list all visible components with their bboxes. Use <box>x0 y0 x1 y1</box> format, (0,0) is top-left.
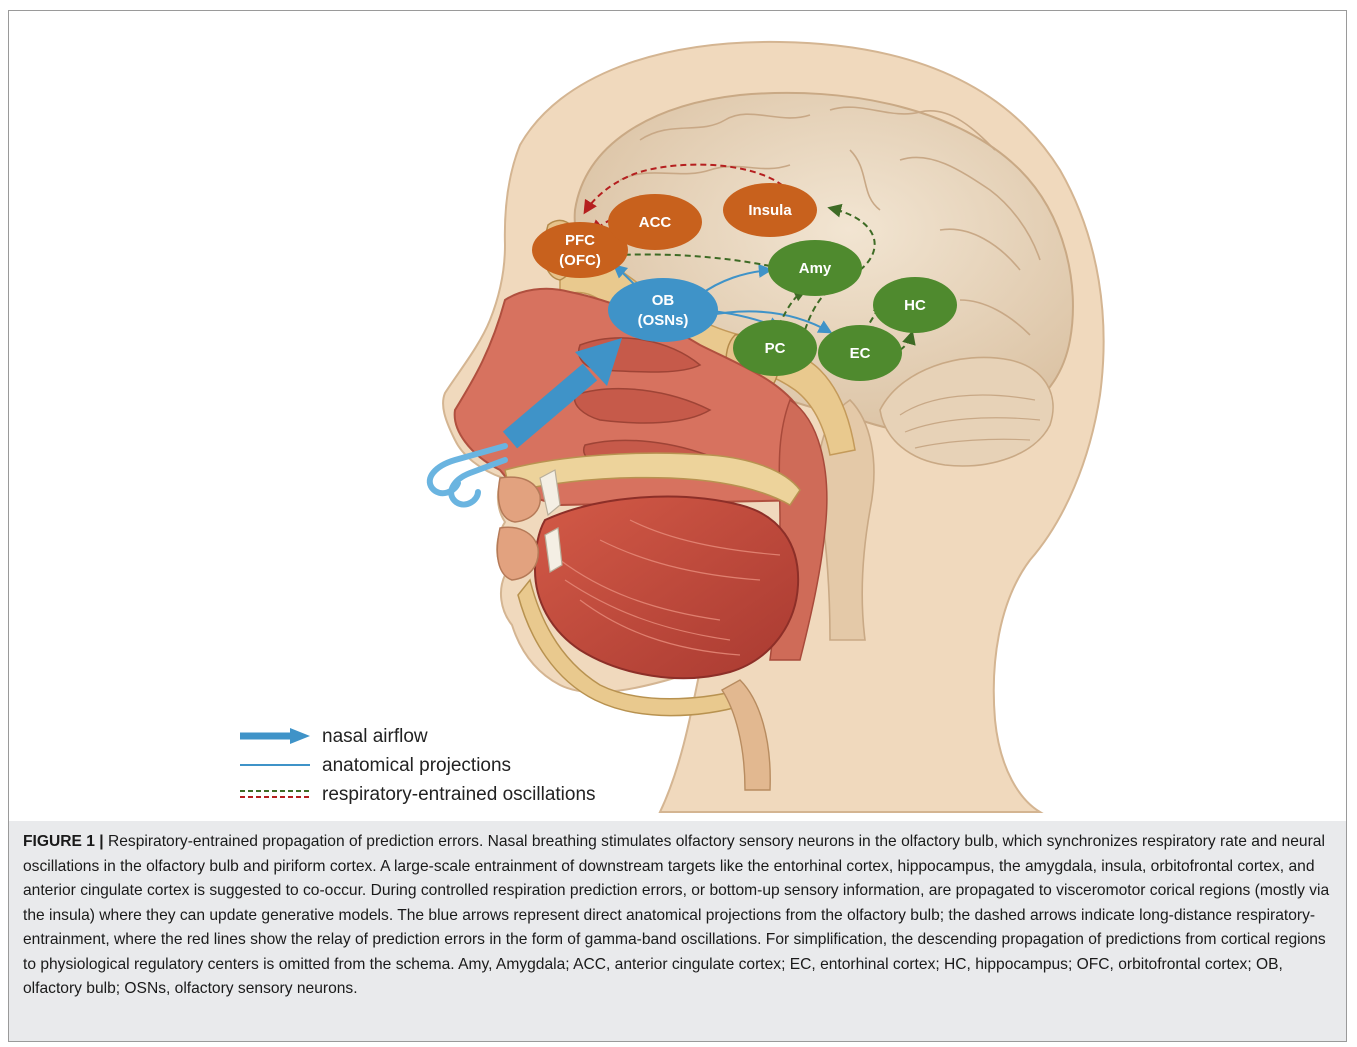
node-pc: PC <box>733 320 817 376</box>
node-ec-label: EC <box>850 345 871 362</box>
node-pc-label: PC <box>765 340 786 357</box>
node-acc: ACC <box>608 194 702 250</box>
legend: nasal airflow anatomical projections res… <box>240 726 596 805</box>
legend-oscillations: respiratory-entrained oscillations <box>240 784 596 805</box>
node-ob-sublabel: (OSNs) <box>638 312 689 329</box>
node-insula-label: Insula <box>748 202 792 219</box>
node-insula: Insula <box>723 183 817 237</box>
caption-paragraph: FIGURE 1 | Respiratory-entrained propaga… <box>23 830 1332 1002</box>
node-hc-label: HC <box>904 297 926 314</box>
legend-airflow: nasal airflow <box>240 726 428 747</box>
node-ob-label: OB <box>652 292 675 309</box>
node-amy-label: Amy <box>799 260 832 277</box>
node-pfc-sublabel: (OFC) <box>559 252 601 269</box>
legend-oscillations-label: respiratory-entrained oscillations <box>322 784 596 805</box>
figure-caption: FIGURE 1 | Respiratory-entrained propaga… <box>9 821 1346 1041</box>
figure-label: FIGURE 1 | <box>23 833 104 850</box>
node-hc: HC <box>873 277 957 333</box>
caption-text: Respiratory-entrained propagation of pre… <box>23 833 1329 997</box>
anatomy-diagram: PFC (OFC) ACC Insula Amy OB (OSNs) HC PC… <box>0 0 1357 820</box>
node-amy: Amy <box>768 240 862 296</box>
node-ec: EC <box>818 325 902 381</box>
node-pfc-label: PFC <box>565 232 595 249</box>
legend-airflow-label: nasal airflow <box>322 726 428 747</box>
node-ob: OB (OSNs) <box>608 278 718 342</box>
legend-projections-label: anatomical projections <box>322 755 511 776</box>
node-acc-label: ACC <box>639 214 672 231</box>
legend-projections: anatomical projections <box>240 755 511 776</box>
